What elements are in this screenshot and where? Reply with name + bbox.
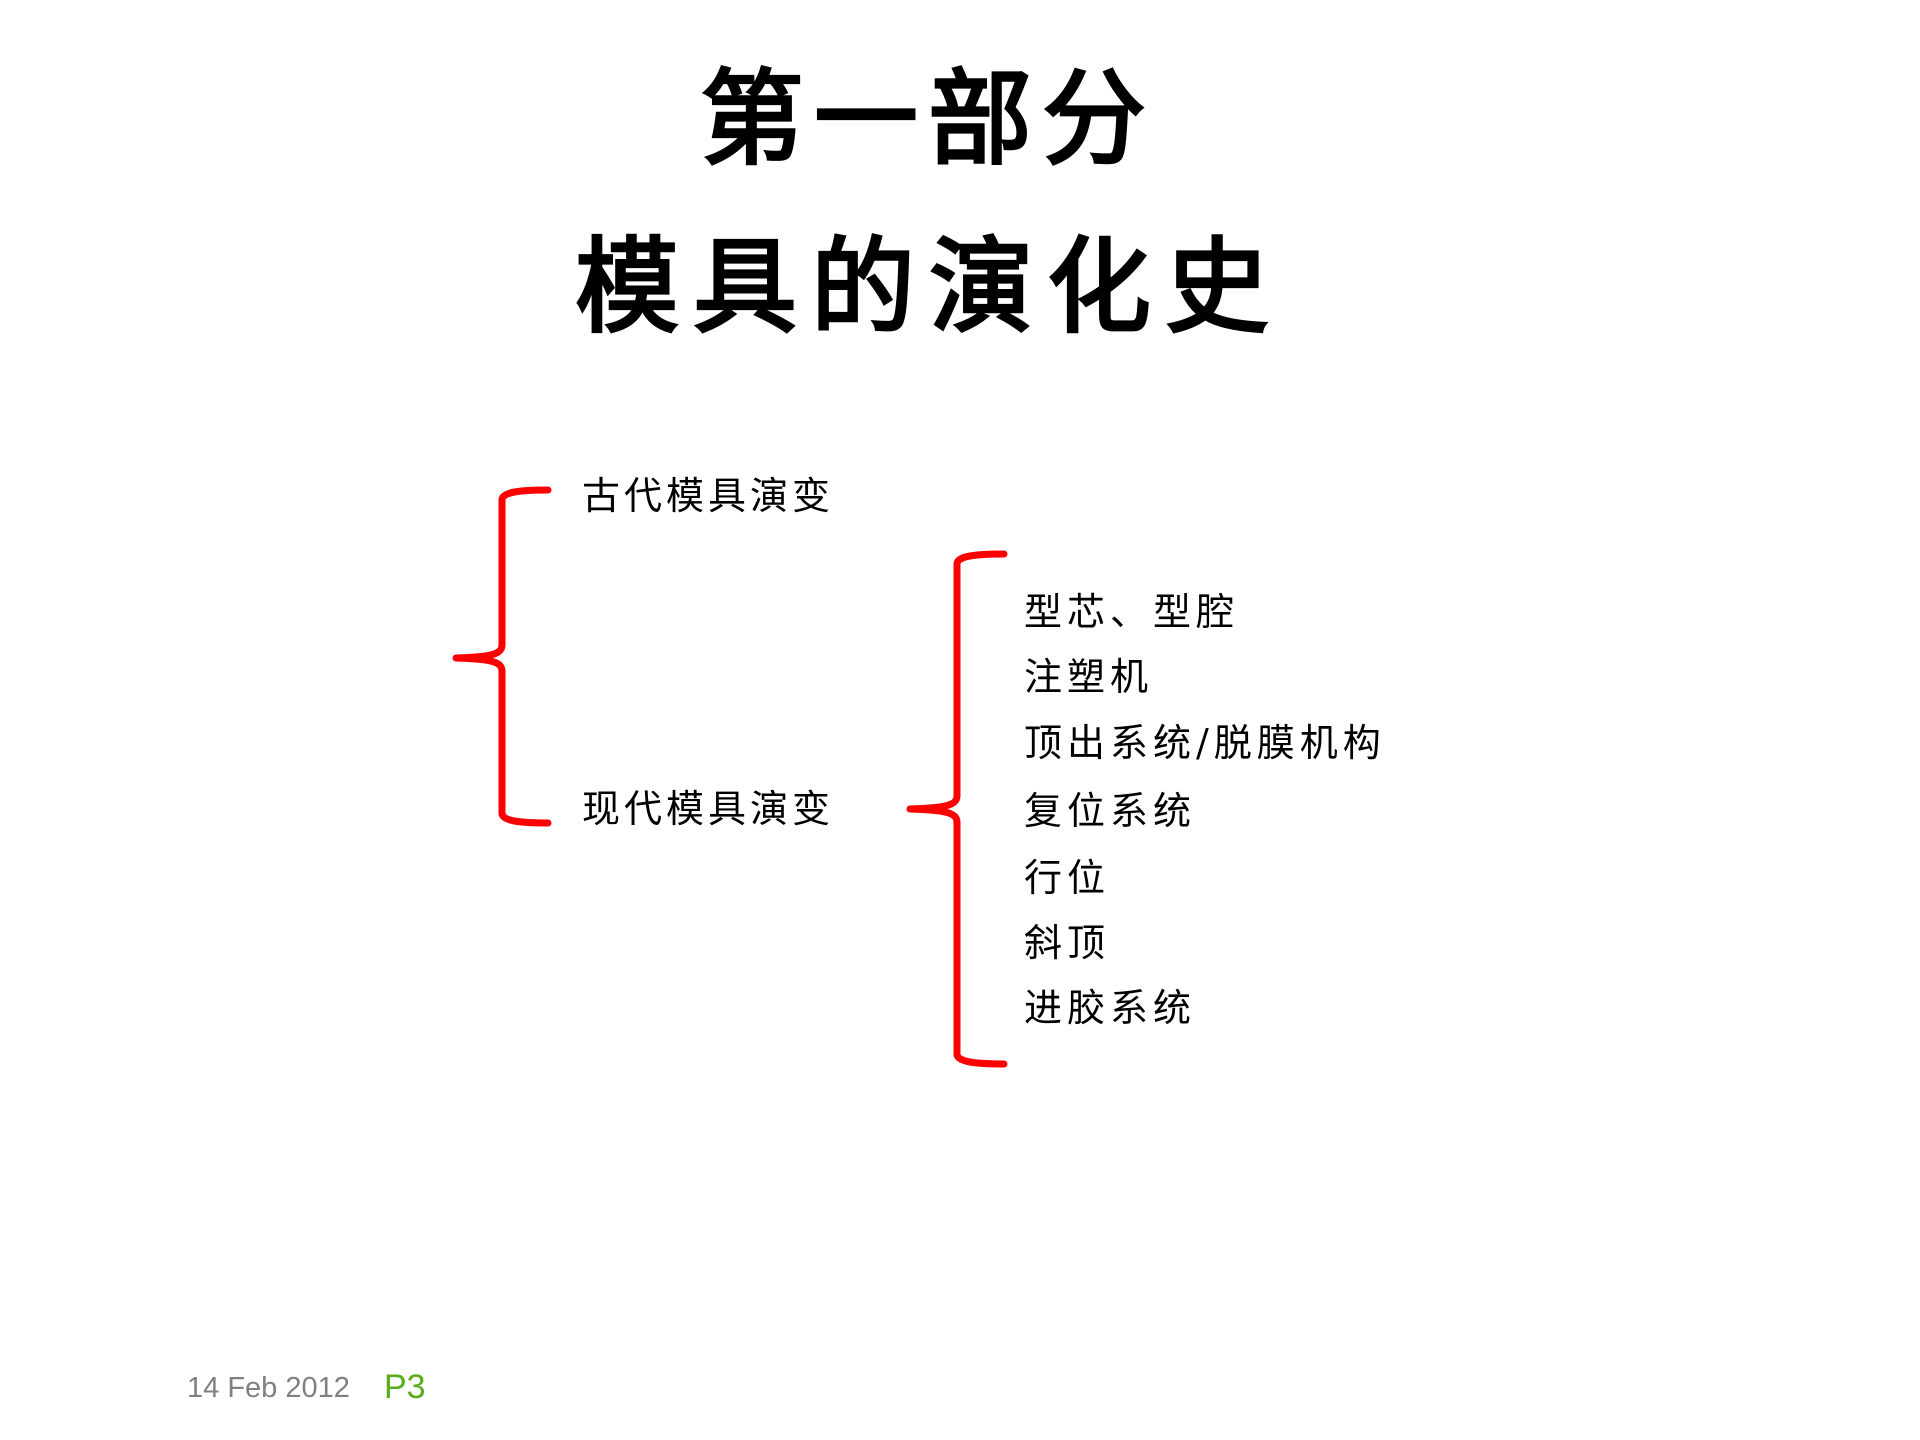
sub-item-lifter: 斜顶 xyxy=(1024,921,1111,965)
left-curly-brace-icon xyxy=(452,486,552,827)
title-line-1-container: 第一部分 xyxy=(700,64,1160,174)
title-line-1: 第一部分 xyxy=(700,57,1157,180)
title-line-2-container: 模具的演化史 xyxy=(575,214,1285,360)
footer-date: 14 Feb 2012 xyxy=(187,1372,350,1404)
footer-page-number: P3 xyxy=(384,1368,426,1406)
sub-item-gating-system: 进胶系统 xyxy=(1024,986,1197,1030)
sub-item-ejection-system: 顶出系统/脱膜机构 xyxy=(1024,721,1386,765)
branch-modern-mold-evolution: 现代模具演变 xyxy=(582,787,835,831)
sub-item-slider: 行位 xyxy=(1024,856,1111,900)
sub-item-core-cavity: 型芯、型腔 xyxy=(1024,590,1240,634)
title-line-2: 模具的演化史 xyxy=(575,225,1284,348)
sub-item-injection-machine: 注塑机 xyxy=(1024,655,1154,699)
sub-item-reset-system: 复位系统 xyxy=(1024,789,1197,833)
right-curly-brace-icon xyxy=(906,550,1008,1068)
branch-ancient-mold-evolution: 古代模具演变 xyxy=(582,474,835,518)
